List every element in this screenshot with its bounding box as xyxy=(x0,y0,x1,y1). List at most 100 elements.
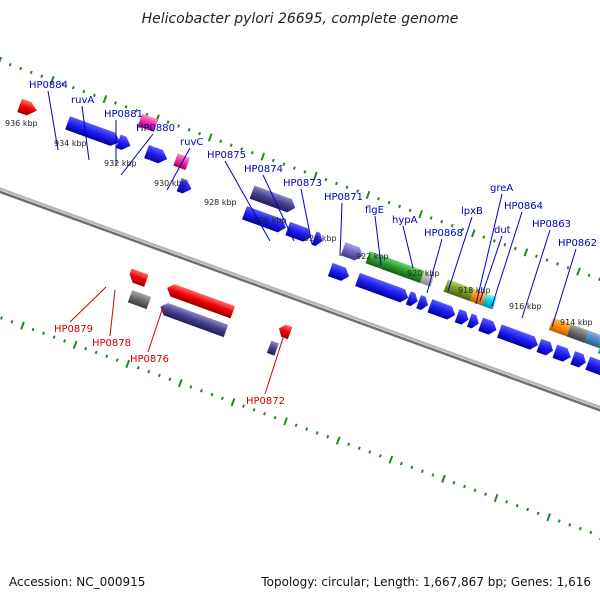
leader-line xyxy=(166,147,191,191)
gene-hp0874[interactable] xyxy=(242,206,288,234)
minor-tick xyxy=(136,366,140,370)
minor-tick xyxy=(177,124,181,128)
gene-hypa[interactable] xyxy=(420,270,435,287)
minor-tick xyxy=(431,473,435,477)
minor-tick xyxy=(219,139,223,144)
gene-right-2[interactable] xyxy=(552,344,573,364)
gene-hp0864-b[interactable] xyxy=(454,309,471,326)
gene-ruva[interactable] xyxy=(137,113,159,132)
map-title: Helicobacter pylori 26695, complete geno… xyxy=(142,11,459,27)
minor-tick xyxy=(315,431,319,435)
gene-label[interactable]: dut xyxy=(494,225,511,236)
leader-line xyxy=(147,306,164,353)
gene-right-1[interactable] xyxy=(536,338,555,357)
gene-hp0881-b[interactable] xyxy=(149,147,170,166)
gene-hp0868[interactable] xyxy=(416,295,430,312)
forward-gene-labels: HP0884ruvAHP0881HP0880ruvCHP0875HP0874HP… xyxy=(29,80,597,328)
gene-label[interactable]: HP0868 xyxy=(424,228,463,239)
minor-tick xyxy=(82,89,86,94)
minor-tick xyxy=(557,519,561,523)
minor-tick xyxy=(505,500,509,504)
gene-label[interactable]: greA xyxy=(490,183,513,194)
gene-hp0871-b[interactable] xyxy=(327,262,352,283)
gene-ruvc[interactable] xyxy=(173,153,191,171)
gene-hp0876[interactable] xyxy=(165,282,235,319)
minor-tick xyxy=(166,120,170,124)
minor-tick xyxy=(271,158,275,163)
gene-label[interactable]: HP0878 xyxy=(92,338,131,349)
rotated-genome-map xyxy=(0,56,600,541)
gene-label[interactable]: hypA xyxy=(392,215,418,226)
minor-tick xyxy=(40,74,44,78)
major-tick xyxy=(576,267,581,276)
minor-tick xyxy=(113,101,117,105)
gene-label[interactable]: HP0874 xyxy=(244,164,283,175)
minor-tick xyxy=(587,273,591,278)
gene-label[interactable]: HP0871 xyxy=(324,192,363,203)
gene-label[interactable]: HP0872 xyxy=(246,396,285,407)
scale-label: 922 kbp xyxy=(356,252,389,261)
gene-hp0872[interactable] xyxy=(277,323,293,340)
gene-label[interactable]: lpxB xyxy=(461,206,483,217)
inner-tick-ring xyxy=(0,316,600,541)
gene-label[interactable]: HP0864 xyxy=(504,201,543,212)
gene-hp0864-c[interactable] xyxy=(466,313,481,331)
gene-label[interactable]: HP0884 xyxy=(29,80,68,91)
gene-hp0862[interactable] xyxy=(548,317,572,337)
gene-label[interactable]: HP0876 xyxy=(130,354,169,365)
gene-hp0884[interactable] xyxy=(65,116,122,148)
gene-right-3[interactable] xyxy=(570,351,588,369)
gene-right-4[interactable] xyxy=(585,356,600,382)
leader-line xyxy=(521,229,551,319)
gene-hp0862-b[interactable] xyxy=(566,324,589,343)
gene-hp0884-b[interactable] xyxy=(115,134,133,153)
minor-tick xyxy=(147,369,151,374)
gene-label[interactable]: HP0881 xyxy=(104,109,143,120)
gene-hp0863-b[interactable] xyxy=(497,324,540,351)
gene-hp0879-partial[interactable] xyxy=(127,268,149,287)
gene-lpxb[interactable] xyxy=(427,299,457,321)
gene-left-partial[interactable] xyxy=(17,98,39,118)
leader-line xyxy=(264,337,284,395)
gene-hp0861[interactable] xyxy=(584,330,600,348)
gene-label[interactable]: HP0862 xyxy=(558,238,597,249)
minor-tick xyxy=(482,235,486,239)
major-tick xyxy=(20,321,25,330)
gene-hp0863[interactable] xyxy=(478,317,499,337)
minor-tick xyxy=(273,415,277,420)
gene-hp0878[interactable] xyxy=(127,290,152,310)
minor-tick xyxy=(536,511,540,516)
gene-label[interactable]: flgE xyxy=(365,205,384,216)
major-tick xyxy=(102,95,108,104)
gene-label[interactable]: HP0880 xyxy=(136,123,175,134)
gene-hp0873[interactable] xyxy=(311,231,325,247)
gene-label[interactable]: HP0863 xyxy=(532,219,571,230)
gene-label[interactable]: HP0879 xyxy=(54,324,93,335)
minor-tick xyxy=(452,480,456,485)
leader-line xyxy=(402,225,414,269)
minor-tick xyxy=(115,358,119,362)
gene-label[interactable]: HP0875 xyxy=(207,150,246,161)
minor-tick xyxy=(347,442,351,447)
gene-grea[interactable] xyxy=(443,279,475,302)
gene-hp0864[interactable] xyxy=(482,293,497,310)
major-tick xyxy=(230,398,236,407)
gene-hp0875[interactable] xyxy=(249,185,298,215)
minor-tick xyxy=(61,82,65,86)
minor-tick xyxy=(378,454,382,458)
minor-tick xyxy=(534,254,538,258)
minor-tick xyxy=(242,404,245,408)
gene-label[interactable]: HP0873 xyxy=(283,178,322,189)
gene-label[interactable]: ruvA xyxy=(71,95,94,106)
gene-flge-b[interactable] xyxy=(355,272,411,305)
gene-hp0872-b[interactable] xyxy=(266,340,279,356)
minor-tick xyxy=(71,85,75,90)
gene-label[interactable]: ruvC xyxy=(180,137,203,148)
gene-hp0880[interactable] xyxy=(176,178,194,196)
gene-hypa-b[interactable] xyxy=(405,291,420,308)
leader-line xyxy=(109,289,116,337)
gene-hp0871[interactable] xyxy=(340,242,366,262)
minor-tick xyxy=(368,450,372,454)
minor-tick xyxy=(198,131,202,136)
gene-hp0876-b[interactable] xyxy=(158,301,229,338)
